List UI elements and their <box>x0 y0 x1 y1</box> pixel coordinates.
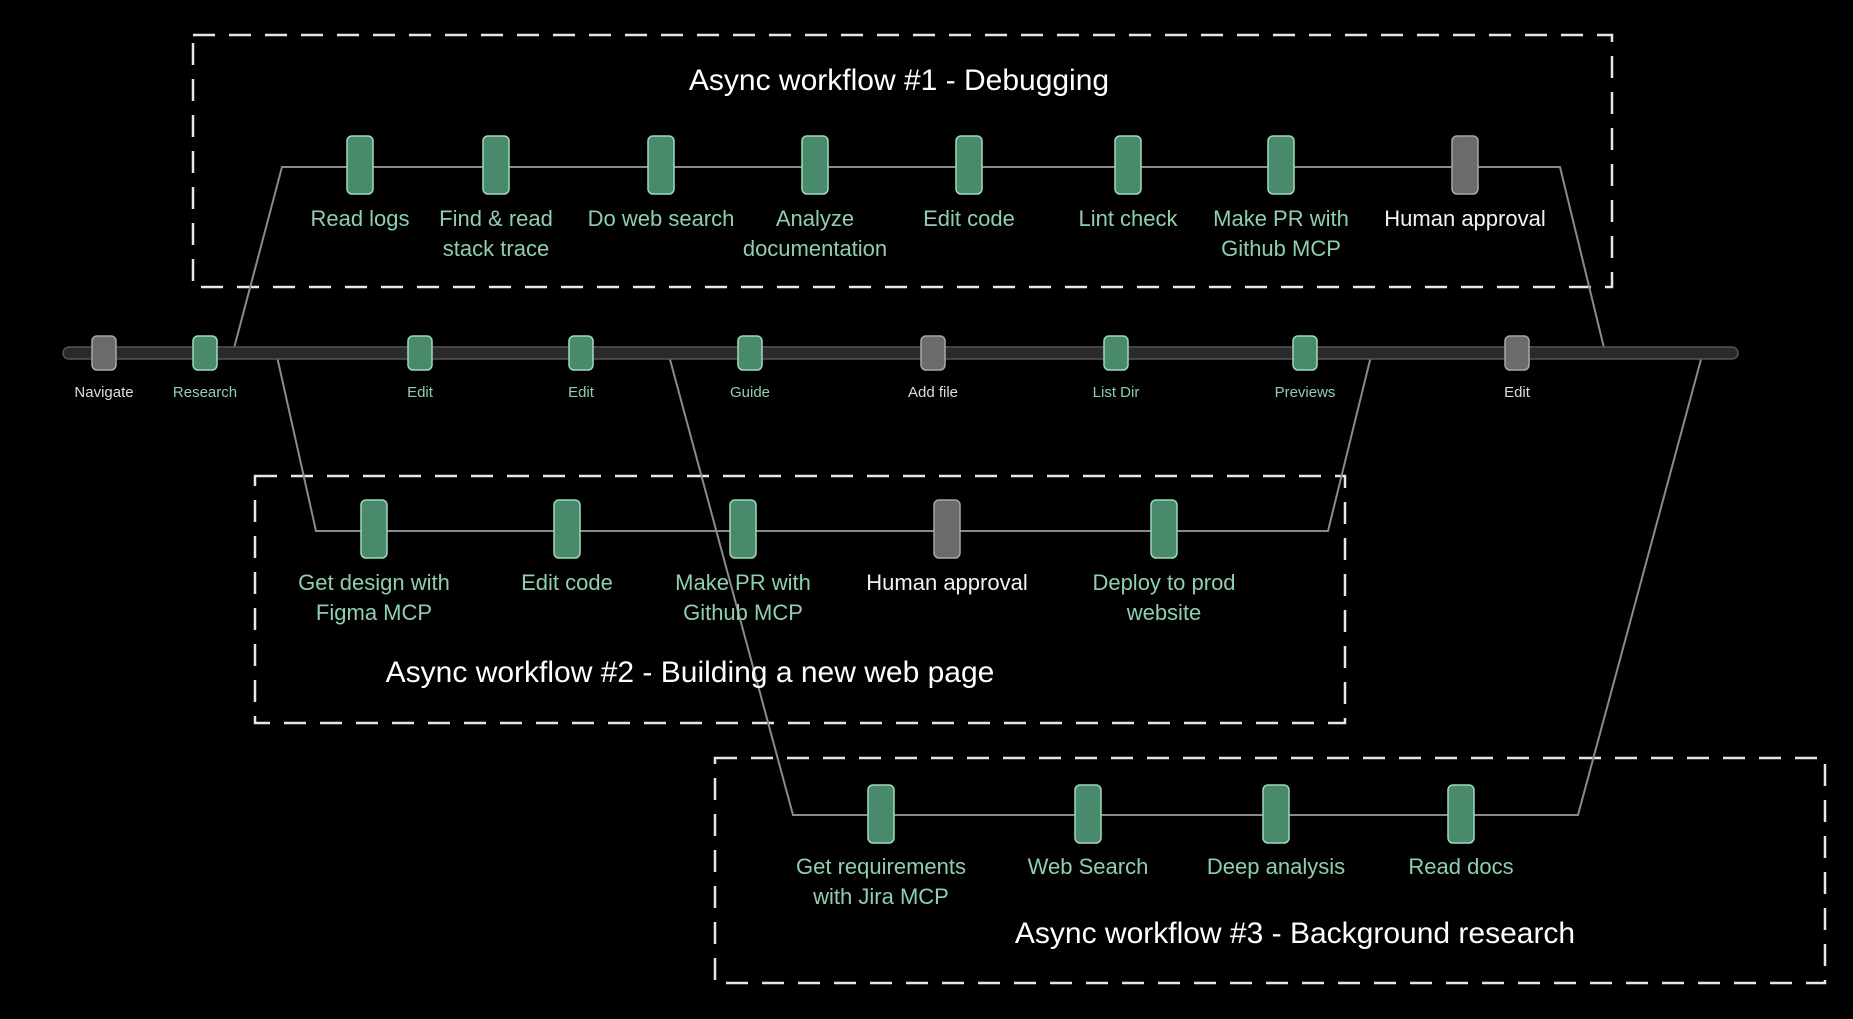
workflow-step-node <box>1114 135 1142 195</box>
workflow-step-node <box>360 499 388 559</box>
workflow-step-node <box>1451 135 1479 195</box>
workflow-step-label: Edit code <box>923 206 1015 231</box>
workflow-step-label: Analyze documentation <box>742 206 888 261</box>
main-step-node <box>920 335 946 371</box>
workflow-step-label: Human approval <box>1384 206 1546 231</box>
main-step-label: Navigate <box>74 384 134 401</box>
main-step-label: Guide <box>729 384 771 401</box>
workflow-step-label: Read logs <box>310 206 410 231</box>
workflow-step-label: Find & read stack trace <box>439 206 553 261</box>
workflow-step-node <box>933 499 961 559</box>
main-step-node <box>1292 335 1318 371</box>
workflow-step-label: Get requirements with Jira MCP <box>796 854 966 909</box>
workflow-3-title: Async workflow #3 - Background research <box>1014 917 1576 950</box>
main-step-node <box>568 335 594 371</box>
workflow-step-node <box>867 784 895 844</box>
main-timeline-bar <box>62 346 1739 360</box>
workflow-step-node <box>1262 784 1290 844</box>
connector-lines <box>232 166 1704 816</box>
main-step-node <box>407 335 433 371</box>
workflow-boxes <box>191 33 1827 985</box>
main-step-label: Edit <box>1504 384 1530 401</box>
workflow-2-title: Async workflow #2 - Building a new web p… <box>385 656 995 689</box>
workflow-step-node <box>553 499 581 559</box>
connector-line <box>275 351 1373 532</box>
workflow-step-node <box>647 135 675 195</box>
workflow-step-node <box>1267 135 1295 195</box>
workflow-step-node <box>955 135 983 195</box>
workflow-step-label: Make PR with Github MCP <box>1213 206 1349 261</box>
workflow-box <box>253 474 1347 725</box>
main-timeline <box>62 346 1739 360</box>
connector-line <box>667 351 1704 816</box>
workflow-step-node <box>482 135 510 195</box>
workflow-1-title: Async workflow #1 - Debugging <box>688 64 1110 97</box>
main-step-node <box>91 335 117 371</box>
workflow-step-node <box>1447 784 1475 844</box>
workflow-step-label: Web Search <box>1027 854 1149 879</box>
workflow-step-node <box>346 135 374 195</box>
workflow-box <box>713 756 1827 985</box>
main-step-label: Edit <box>568 384 594 401</box>
workflow-box <box>191 33 1614 289</box>
workflow-step-node <box>729 499 757 559</box>
main-step-node <box>1103 335 1129 371</box>
workflow-step-label: Make PR with Github MCP <box>675 570 811 625</box>
workflow-step-label: Read docs <box>1408 854 1514 879</box>
workflow-step-label: Human approval <box>866 570 1028 595</box>
workflow-step-node <box>801 135 829 195</box>
workflow-step-node <box>1074 784 1102 844</box>
workflow-step-label: Get design with Figma MCP <box>298 570 450 625</box>
workflow-step-label: Deploy to prod website <box>1092 570 1236 625</box>
main-step-label: Research <box>172 384 238 401</box>
main-step-node <box>192 335 218 371</box>
workflow-step-label: Lint check <box>1078 206 1178 231</box>
workflow-step-label: Do web search <box>587 206 735 231</box>
workflow-step-label: Deep analysis <box>1206 854 1346 879</box>
main-step-label: List Dir <box>1092 384 1140 401</box>
main-step-label: Add file <box>907 384 959 401</box>
main-step-label: Edit <box>407 384 433 401</box>
connector-line <box>232 166 1606 353</box>
main-step-node <box>737 335 763 371</box>
main-step-node <box>1504 335 1530 371</box>
workflow-step-label: Edit code <box>521 570 613 595</box>
workflow-step-node <box>1150 499 1178 559</box>
main-step-label: Previews <box>1274 384 1336 401</box>
step-nodes <box>91 135 1530 844</box>
